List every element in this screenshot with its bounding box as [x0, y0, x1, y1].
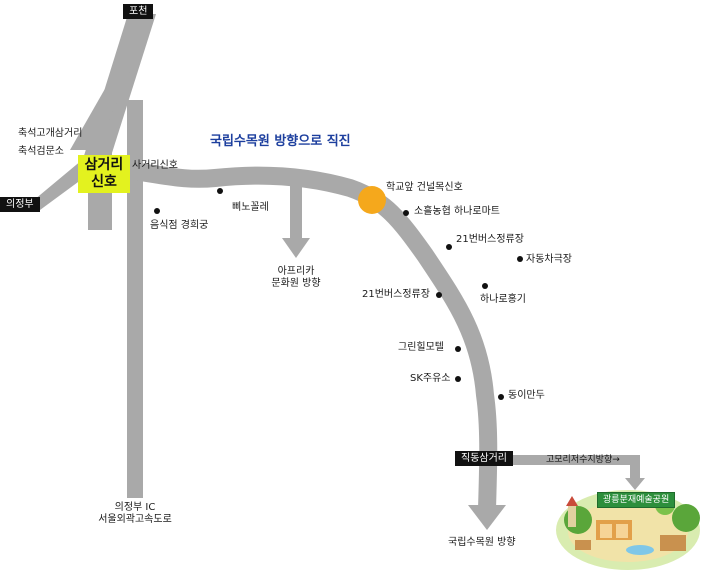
uijeongbu-tag: 의정부 [0, 197, 40, 212]
school-signal-marker [358, 186, 386, 214]
africa-label-line2: 문화원 방향 [271, 278, 321, 289]
uijeongbu-ic-line2: 서울외곽고속도로 [98, 514, 172, 525]
poi-bus-stop-2: 21번버스정류장 [362, 289, 430, 300]
poi-dot-hanaro-honggi [482, 283, 488, 289]
road-gomori-down [630, 455, 640, 480]
africa-label-line1: 아프리카 [277, 266, 315, 277]
poi-dot-greenhill-motel [455, 346, 461, 352]
road-side-diagonal [70, 72, 130, 150]
jikdong-tag: 직동삼거리 [455, 451, 513, 466]
poi-dot-dongi-mandu [498, 394, 504, 400]
samgeori-line1: 삼거리 [84, 157, 124, 173]
poi-greenhill-motel: 그린힐모텔 [398, 342, 444, 353]
arrow-park [625, 478, 645, 490]
road-main-route [111, 161, 498, 511]
gomori-label: 고모리저수지방향→ [546, 455, 620, 465]
poi-dot-bus-stop-1 [446, 244, 452, 250]
poi-dot-hanaro-mart [403, 210, 409, 216]
straight-direction-label: 국립수목원 방향으로 직진 [210, 134, 351, 149]
samgeori-signal-highlight: 삼거리 신호 [78, 155, 130, 193]
poi-hanaro-mart: 소흘농협 하나로마트 [414, 206, 500, 217]
poi-pinocolle: 삐노꼴레 [232, 202, 269, 213]
school-signal-label: 학교앞 건널목신호 [386, 182, 463, 193]
poi-bus-stop-1: 21번버스정류장 [456, 234, 524, 245]
arboretum-direction-label: 국립수목원 방향 [448, 537, 516, 548]
poi-dot-pinocolle [217, 188, 223, 194]
africa-label: 아프리카 문화원 방향 [246, 266, 346, 290]
poi-hanaro-honggi: 하나로홍기 [480, 294, 526, 305]
poi-drive-in: 자동차극장 [526, 254, 572, 265]
arrow-africa [282, 238, 310, 258]
samgeori-line2: 신호 [91, 174, 117, 190]
pocheon-tag: 포천 [123, 4, 154, 19]
park-tag: 광릉분재예술공원 [597, 492, 676, 508]
chukseok-gogae-label: 축석고개삼거리 [18, 128, 83, 139]
poi-sk-station: SK주유소 [410, 373, 451, 384]
poi-dot-drive-in [517, 256, 523, 262]
park-illustration [556, 490, 700, 570]
uijeongbu-ic-label: 의정부 IC 서울외곽고속도로 [85, 502, 185, 526]
poi-dongi-mandu: 동이만두 [508, 390, 545, 401]
poi-dot-sk-station [455, 376, 461, 382]
poi-dot-gyeonghuigung [154, 208, 160, 214]
arrow-arboretum [468, 505, 506, 530]
poi-gyeonghuigung: 음식점 경희궁 [150, 220, 209, 231]
road-gomori-branch [495, 455, 635, 465]
poi-dot-bus-stop-2 [436, 292, 442, 298]
chukseok-checkpoint-label: 축석검문소 [18, 146, 64, 157]
road-ic-vertical [127, 100, 143, 498]
sageori-signal-label: 사거리신호 [132, 160, 178, 171]
uijeongbu-ic-line1: 의정부 IC [114, 502, 156, 513]
